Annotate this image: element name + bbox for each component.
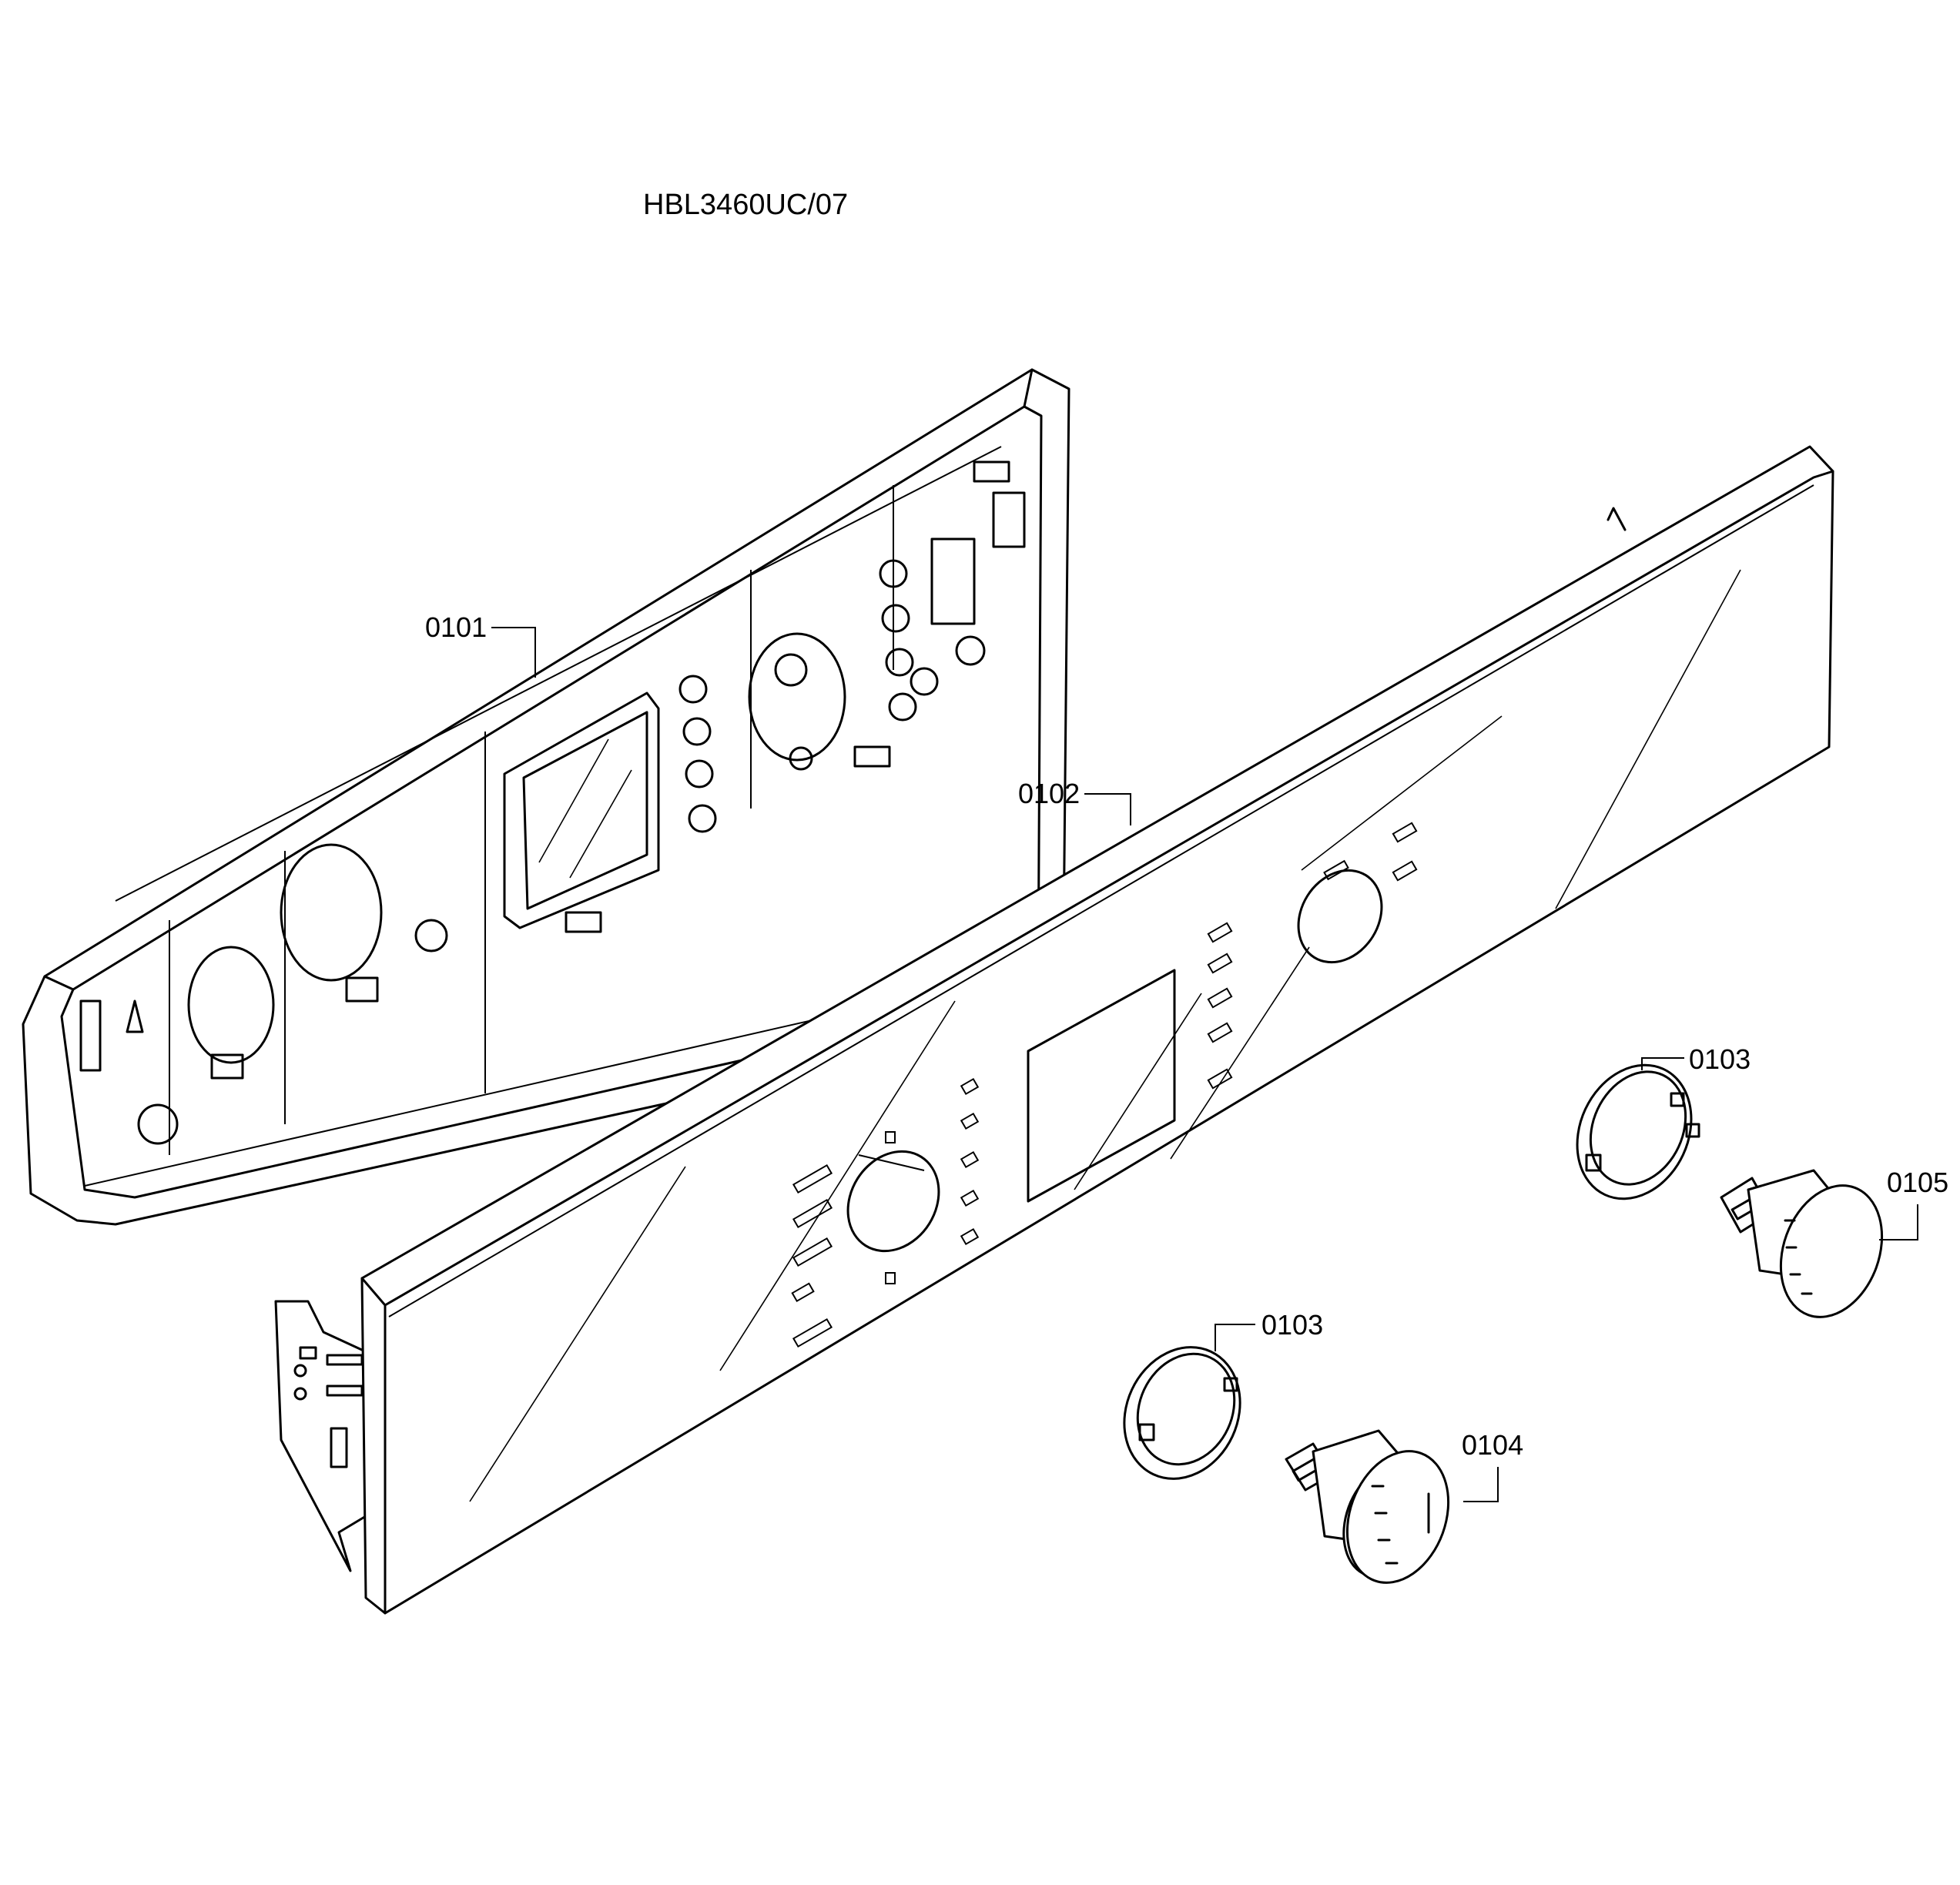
part-0105-control-knob[interactable] [1720,1169,1899,1331]
right-symbol-slots [1207,822,1418,1090]
callout-0102: 0102 [1018,778,1131,825]
part-0104-control-knob[interactable] [1285,1429,1466,1597]
part-0103-trim-ring-upper[interactable] [1556,1046,1713,1217]
callout-0101: 0101 [425,611,536,678]
glass-reflection-lines [469,569,1741,1502]
model-number-title: HBL3460UC/07 [643,189,848,221]
callout-label-0103-upper: 0103 [1689,1043,1751,1075]
callout-0104: 0104 [1462,1429,1523,1502]
callout-label-0101: 0101 [425,611,487,643]
part-0103-trim-ring-lower[interactable] [1104,1328,1261,1498]
callout-label-0105: 0105 [1887,1167,1948,1198]
callout-label-0103-lower: 0103 [1261,1309,1323,1341]
left-symbol-slots [791,1077,980,1348]
callout-label-0102: 0102 [1018,778,1080,809]
callout-0105: 0105 [1879,1167,1948,1240]
part-0102-front-glass-panel[interactable] [274,445,1834,1615]
callout-label-0104: 0104 [1462,1429,1523,1461]
callout-0103-upper: 0103 [1641,1043,1751,1075]
callout-0103-lower: 0103 [1215,1309,1323,1351]
